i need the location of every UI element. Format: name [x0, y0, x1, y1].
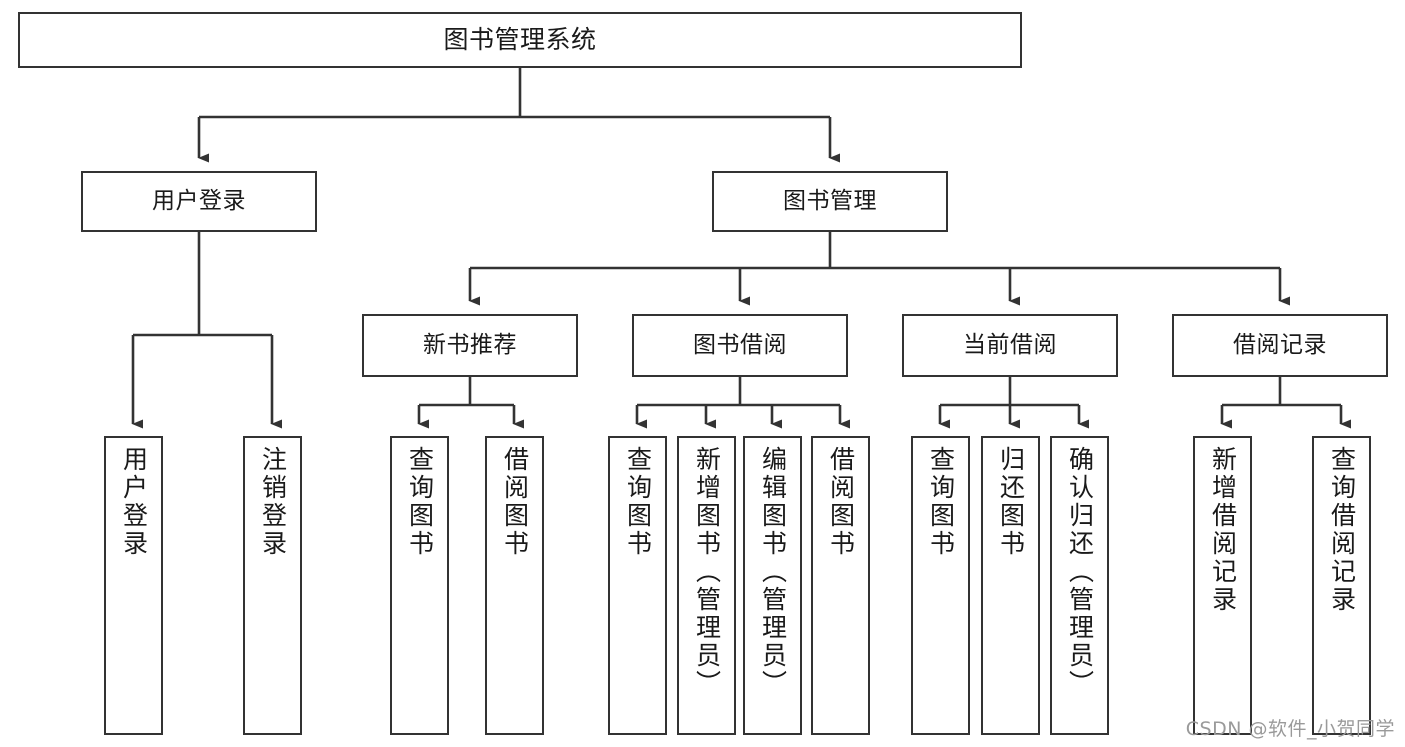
- node-leaf-add-record-label: 新增借阅记录: [1208, 446, 1238, 614]
- node-new-book-recommendation-label: 新书推荐: [423, 331, 517, 358]
- node-root-label: 图书管理系统: [443, 25, 597, 55]
- node-leaf-query-book-c[interactable]: 查询图书: [911, 436, 970, 735]
- node-leaf-borrow-book-b-label: 借阅图书: [826, 446, 856, 558]
- node-leaf-return-book[interactable]: 归还图书: [981, 436, 1040, 735]
- node-borrow-record-label: 借阅记录: [1233, 331, 1327, 358]
- node-leaf-borrow-book-a-label: 借阅图书: [500, 446, 530, 558]
- node-leaf-logout[interactable]: 注销登录: [243, 436, 302, 735]
- node-leaf-query-record[interactable]: 查询借阅记录: [1312, 436, 1371, 735]
- node-leaf-add-book-admin-label: 新增图书（管理员）: [692, 446, 722, 698]
- node-leaf-query-book-a[interactable]: 查询图书: [390, 436, 449, 735]
- node-leaf-borrow-book-a[interactable]: 借阅图书: [485, 436, 544, 735]
- node-leaf-borrow-book-b[interactable]: 借阅图书: [811, 436, 870, 735]
- watermark-text: CSDN @软件_小贺同学: [1185, 718, 1395, 740]
- node-leaf-logout-label: 注销登录: [258, 446, 288, 558]
- node-current-borrow[interactable]: 当前借阅: [902, 314, 1118, 377]
- node-user-login[interactable]: 用户登录: [81, 171, 317, 232]
- node-current-borrow-label: 当前借阅: [963, 331, 1057, 358]
- node-root[interactable]: 图书管理系统: [18, 12, 1022, 68]
- node-leaf-edit-book-admin-label: 编辑图书（管理员）: [758, 446, 788, 698]
- node-leaf-query-book-a-label: 查询图书: [405, 446, 435, 558]
- node-book-borrow-label: 图书借阅: [693, 331, 787, 358]
- node-new-book-recommendation[interactable]: 新书推荐: [362, 314, 578, 377]
- node-leaf-query-record-label: 查询借阅记录: [1327, 446, 1357, 614]
- node-leaf-query-book-b-label: 查询图书: [623, 446, 653, 558]
- node-book-manage-label: 图书管理: [783, 187, 877, 214]
- node-book-manage[interactable]: 图书管理: [712, 171, 948, 232]
- node-leaf-confirm-return-admin[interactable]: 确认归还（管理员）: [1050, 436, 1109, 735]
- node-book-borrow[interactable]: 图书借阅: [632, 314, 848, 377]
- node-leaf-query-book-b[interactable]: 查询图书: [608, 436, 667, 735]
- node-leaf-edit-book-admin[interactable]: 编辑图书（管理员）: [743, 436, 802, 735]
- node-leaf-confirm-return-admin-label: 确认归还（管理员）: [1065, 446, 1095, 698]
- node-leaf-user-login[interactable]: 用户登录: [104, 436, 163, 735]
- node-leaf-return-book-label: 归还图书: [996, 446, 1026, 558]
- node-leaf-query-book-c-label: 查询图书: [926, 446, 956, 558]
- node-borrow-record[interactable]: 借阅记录: [1172, 314, 1388, 377]
- node-leaf-user-login-label: 用户登录: [119, 446, 149, 558]
- node-user-login-label: 用户登录: [152, 187, 246, 214]
- node-leaf-add-book-admin[interactable]: 新增图书（管理员）: [677, 436, 736, 735]
- node-leaf-add-record[interactable]: 新增借阅记录: [1193, 436, 1252, 735]
